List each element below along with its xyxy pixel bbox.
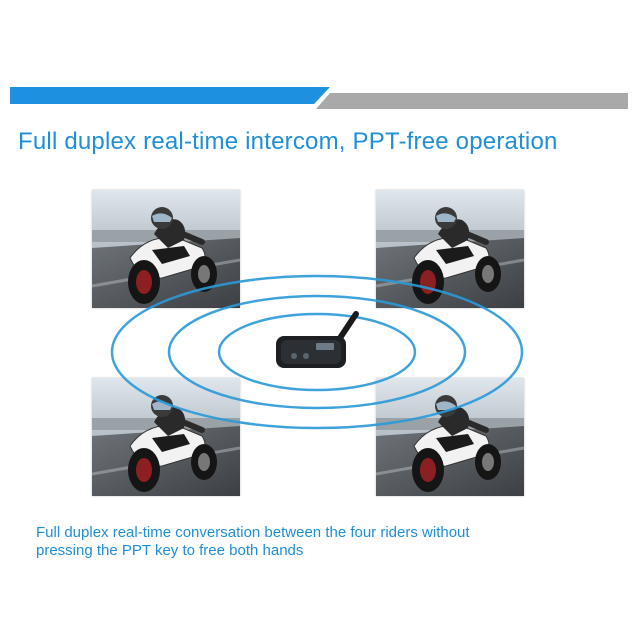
page-title: Full duplex real-time intercom, PPT-free… [18,128,558,155]
rider-photo-bottom-left [92,378,240,496]
caption-line-2: pressing the PPT key to free both hands [36,542,304,559]
rider-photo-top-left [92,190,240,308]
intercom-headset-device-icon [276,311,359,368]
rider-photo-bottom-right [376,378,524,496]
rider-photo-top-right [376,190,524,308]
intercom-illustration [0,180,640,510]
banner-blue-stripe [10,87,330,104]
header-banner [10,87,628,109]
caption-line-1: Full duplex real-time conversation betwe… [36,524,470,541]
banner-gray-stripe [316,93,628,109]
feature-description: Full duplex real-time conversation betwe… [36,524,596,560]
